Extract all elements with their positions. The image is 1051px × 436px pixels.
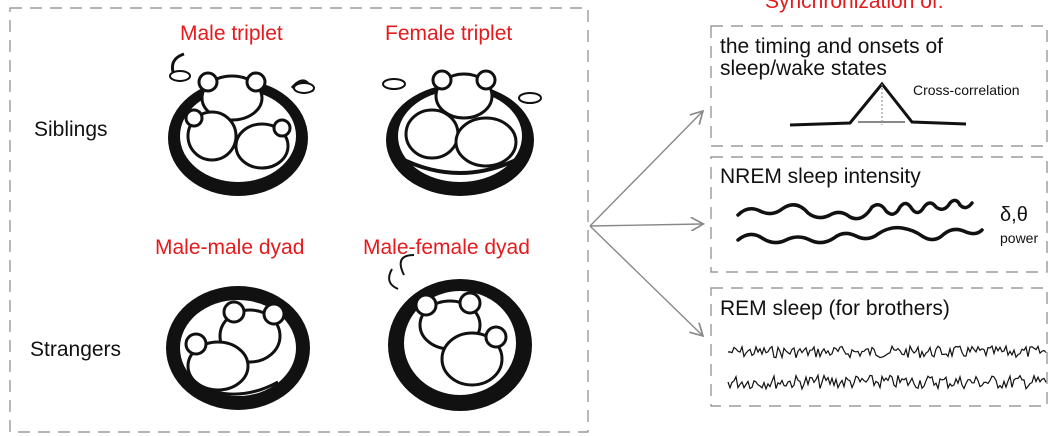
timing-line-2: sleep/wake states bbox=[720, 58, 887, 80]
caption-male-triplet: Male triplet bbox=[180, 22, 283, 46]
caption-female-triplet: Female triplet bbox=[385, 22, 512, 46]
nrem-title: NREM sleep intensity bbox=[720, 166, 921, 188]
connector-arrows bbox=[590, 112, 702, 335]
nest-male-triplet bbox=[168, 54, 314, 196]
timing-line-1: the timing and onsets of bbox=[720, 36, 943, 58]
nest-male-male-dyad bbox=[166, 286, 310, 410]
caption-male-female-dyad: Male-female dyad bbox=[363, 236, 530, 260]
right-panel-title: Synchronization of: bbox=[765, 0, 944, 14]
delta-theta-label: δ,θ bbox=[1000, 204, 1028, 227]
nest-female-triplet bbox=[383, 71, 541, 196]
rem-title: REM sleep (for brothers) bbox=[720, 298, 950, 320]
nrem-power-traces bbox=[738, 200, 982, 242]
nest-male-female-dyad bbox=[388, 255, 532, 411]
cross-correlation-label: Cross-correlation bbox=[913, 82, 1020, 98]
caption-male-male-dyad: Male-male dyad bbox=[155, 236, 304, 260]
power-label: power bbox=[1000, 230, 1038, 246]
row-label-strangers: Strangers bbox=[30, 338, 121, 362]
rem-eeg-traces bbox=[728, 346, 1046, 389]
row-label-siblings: Siblings bbox=[34, 118, 108, 142]
